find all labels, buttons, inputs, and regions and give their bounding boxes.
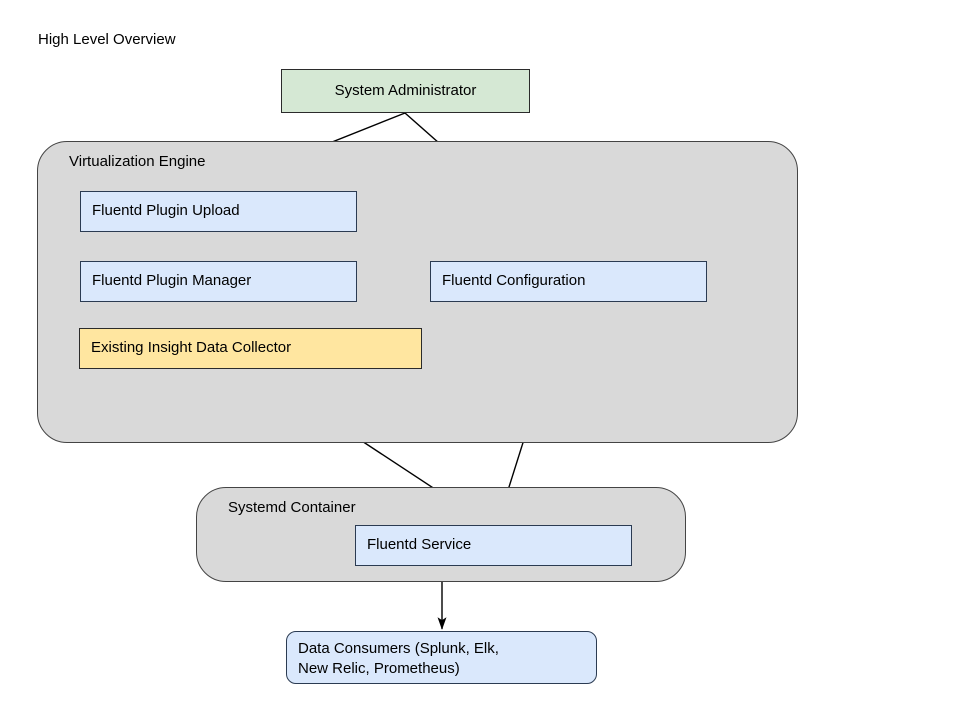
group-systemd-container-label: Systemd Container: [228, 499, 356, 516]
node-data-consumers-line2: New Relic, Prometheus): [298, 660, 460, 678]
page-title: High Level Overview: [38, 31, 176, 48]
group-virtualization-engine-label: Virtualization Engine: [69, 153, 206, 170]
node-fluentd-configuration[interactable]: Fluentd Configuration: [430, 261, 707, 302]
node-data-consumers-line1: Data Consumers (Splunk, Elk,: [298, 640, 499, 657]
node-system-administrator[interactable]: System Administrator: [281, 69, 530, 113]
node-fluentd-plugin-upload[interactable]: Fluentd Plugin Upload: [80, 191, 357, 232]
node-fluentd-service[interactable]: Fluentd Service: [355, 525, 632, 566]
node-data-consumers[interactable]: Data Consumers (Splunk, Elk, New Relic, …: [286, 631, 597, 684]
node-existing-insight-data-collector[interactable]: Existing Insight Data Collector: [79, 328, 422, 369]
node-fluentd-plugin-manager[interactable]: Fluentd Plugin Manager: [80, 261, 357, 302]
